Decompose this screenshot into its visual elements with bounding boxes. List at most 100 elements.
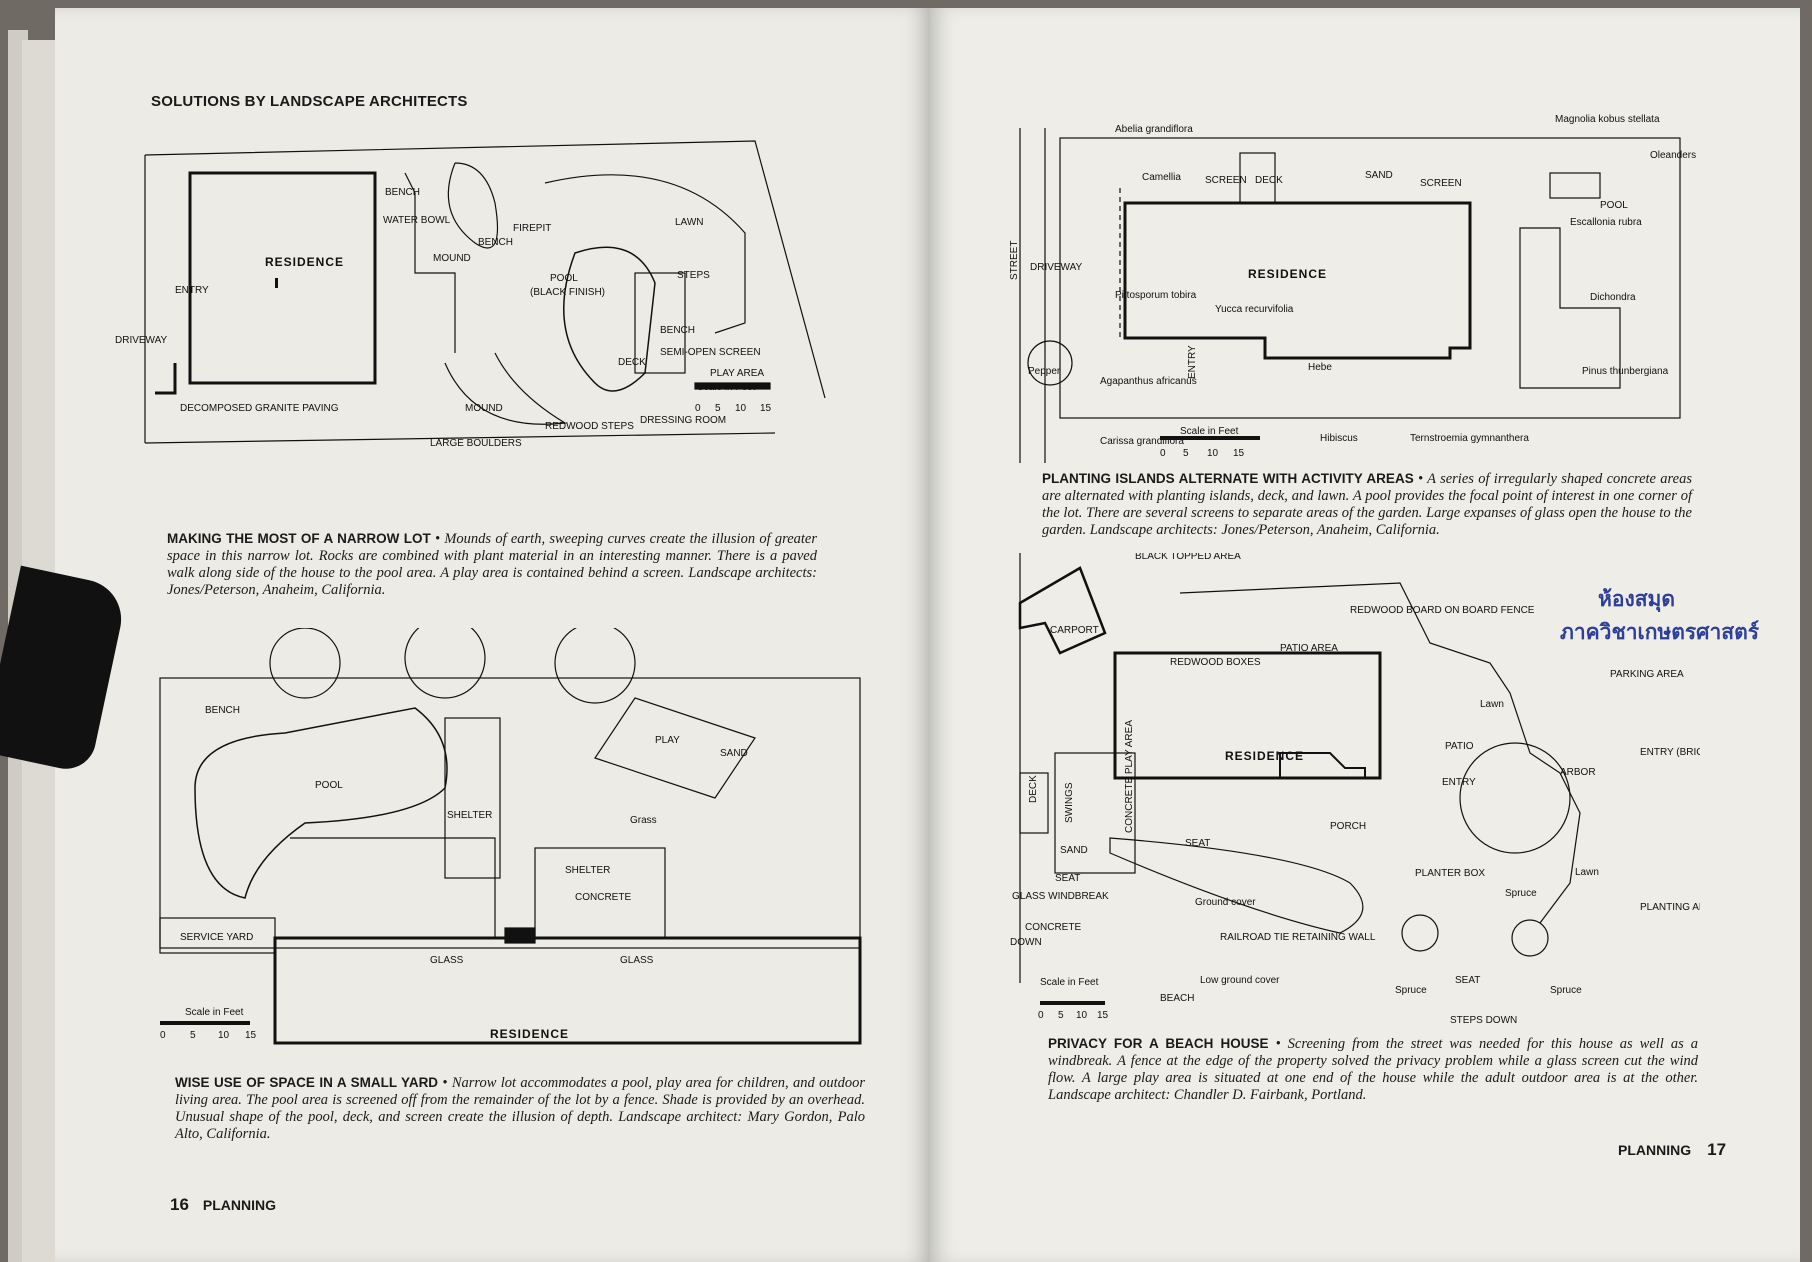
- label-spruce-2: Spruce: [1395, 985, 1427, 996]
- label-hibiscus: Hibiscus: [1320, 433, 1358, 444]
- label-ternstroemia: Ternstroemia gymnanthera: [1410, 433, 1529, 444]
- scale-tick: 10: [218, 1030, 230, 1041]
- page-number: 16: [170, 1195, 189, 1214]
- label-play-area: PLAY AREA: [710, 368, 764, 379]
- label-dg-paving: DECOMPOSED GRANITE PAVING: [180, 403, 339, 414]
- scale-tick: 10: [735, 403, 747, 414]
- label-patio-area: PATIO AREA: [1280, 643, 1338, 654]
- label-sand: SAND: [1365, 170, 1393, 181]
- stamp-line-2: ภาควิชาเกษตรศาสตร์: [1560, 620, 1760, 644]
- caption-beach-house: PRIVACY FOR A BEACH HOUSE • Screening fr…: [1048, 1036, 1698, 1103]
- label-bench-3: BENCH: [660, 325, 695, 336]
- label-semi-open-screen: SEMI-OPEN SCREEN: [660, 347, 761, 358]
- label-firepit: FIREPIT: [513, 223, 551, 234]
- label-spruce-3: Spruce: [1550, 985, 1582, 996]
- label-driveway: DRIVEWAY: [115, 335, 168, 346]
- label-redwood-boxes: REDWOOD BOXES: [1170, 657, 1261, 668]
- label-magnolia: Magnolia kobus stellata: [1555, 114, 1660, 125]
- label-patio: PATIO: [1445, 741, 1474, 752]
- label-concrete: CONCRETE: [1025, 922, 1081, 933]
- label-concrete-play: CONCRETE PLAY AREA: [1124, 720, 1135, 833]
- label-shelter-2: SHELTER: [565, 865, 610, 876]
- site-plan-drawing: RESIDENCE ENTRY DRIVEWAY BENCH WATER BOW…: [115, 140, 826, 449]
- label-porch: PORCH: [1330, 821, 1366, 832]
- scale-tick: 5: [1058, 1010, 1064, 1021]
- caption-small-yard: WISE USE OF SPACE IN A SMALL YARD • Narr…: [175, 1075, 865, 1142]
- caption-title: WISE USE OF SPACE IN A SMALL YARD: [175, 1075, 439, 1090]
- label-glass-1: GLASS: [430, 955, 464, 966]
- label-play: PLAY: [655, 735, 680, 746]
- label-escallonia: Escallonia rubra: [1570, 217, 1642, 228]
- label-pepper: Pepper: [1028, 366, 1061, 377]
- label-spruce-1: Spruce: [1505, 888, 1537, 899]
- label-dichondra: Dichondra: [1590, 292, 1636, 303]
- label-deck: DECK: [1028, 775, 1039, 803]
- label-seat-1: SEAT: [1185, 838, 1210, 849]
- page-number: 17: [1707, 1140, 1727, 1159]
- label-screen-1: SCREEN: [1205, 175, 1247, 186]
- label-steps-down: STEPS DOWN: [1450, 1015, 1517, 1026]
- label-shelter: SHELTER: [447, 810, 492, 821]
- label-lawn-1: Lawn: [1480, 699, 1504, 710]
- left-page: SOLUTIONS BY LANDSCAPE ARCHITECTS: [55, 8, 930, 1262]
- scale-tick: 0: [160, 1030, 166, 1041]
- label-steps: STEPS: [677, 270, 710, 281]
- label-pool: POOL: [550, 273, 578, 284]
- caption-title: PRIVACY FOR A BEACH HOUSE: [1048, 1036, 1269, 1051]
- scale-tick: 0: [1160, 448, 1166, 459]
- label-seat-3: SEAT: [1455, 975, 1480, 986]
- label-screen-2: SCREEN: [1420, 178, 1462, 189]
- plan-beach-house: BLACK TOPPED AREA CARPORT REDWOOD BOARD …: [1000, 553, 1700, 1033]
- label-down: DOWN: [1010, 937, 1042, 948]
- label-dressing-room: DRESSING ROOM: [640, 415, 726, 426]
- label-scale: Scale in Feet: [1040, 977, 1099, 988]
- label-low-ground: Low ground cover: [1200, 975, 1280, 986]
- label-camellia: Camellia: [1142, 172, 1181, 183]
- label-bench: BENCH: [385, 187, 420, 198]
- label-grass: Grass: [630, 815, 657, 826]
- label-mound-2: MOUND: [465, 403, 503, 414]
- label-large-boulders: LARGE BOULDERS: [430, 438, 522, 449]
- label-arbor: ARBOR: [1560, 767, 1596, 778]
- label-parking: PARKING AREA: [1610, 669, 1684, 680]
- scale-tick: 0: [1038, 1010, 1044, 1021]
- label-railroad: RAILROAD TIE RETAINING WALL: [1220, 932, 1376, 943]
- label-ground-cover: Ground cover: [1195, 897, 1256, 908]
- scale-tick: 5: [1183, 448, 1189, 459]
- caption-body: Narrow lot accommodates a pool, play are…: [175, 1075, 865, 1142]
- label-lawn: LAWN: [675, 217, 704, 228]
- label-pool: POOL: [315, 780, 343, 791]
- plan-narrow-lot: RESIDENCE ENTRY DRIVEWAY BENCH WATER BOW…: [115, 133, 845, 463]
- label-residence: RESIDENCE: [265, 255, 344, 269]
- site-plan-drawing: BENCH POOL SHELTER PLAY SAND Grass SHELT…: [159, 628, 862, 1045]
- scale-tick: 15: [760, 403, 772, 414]
- scale-tick: 5: [190, 1030, 196, 1041]
- label-yucca: Yucca recurvifolia: [1215, 304, 1294, 315]
- label-planter-box: PLANTER BOX: [1415, 868, 1485, 879]
- label-pool-finish: (BLACK FINISH): [530, 287, 605, 298]
- label-residence: RESIDENCE: [1225, 749, 1304, 763]
- library-stamp: ห้องสมุด ภาควิชาเกษตรศาสตร์: [1560, 583, 1759, 649]
- label-deck: DECK: [1255, 175, 1283, 186]
- label-scale: Scale in Feet: [697, 382, 756, 393]
- label-scale: Scale in Feet: [185, 1007, 244, 1018]
- scale-tick: 15: [1097, 1010, 1109, 1021]
- scale-tick: 0: [695, 403, 701, 414]
- stamp-line-1: ห้องสมุด: [1598, 587, 1676, 611]
- label-deck: DECK: [618, 357, 646, 368]
- label-bench: BENCH: [205, 705, 240, 716]
- label-beach: BEACH: [1160, 993, 1194, 1004]
- site-plan-drawing: Abelia grandiflora Magnolia kobus stella…: [1009, 114, 1696, 463]
- label-pinus: Pinus thunbergiana: [1582, 366, 1669, 377]
- label-street: STREET: [1009, 241, 1020, 280]
- scale-tick: 5: [715, 403, 721, 414]
- scale-tick: 15: [245, 1030, 257, 1041]
- label-mound: MOUND: [433, 253, 471, 264]
- plan-small-yard: BENCH POOL SHELTER PLAY SAND Grass SHELT…: [155, 628, 865, 1048]
- label-seat-2: SEAT: [1055, 873, 1080, 884]
- label-service-yard: SERVICE YARD: [180, 932, 253, 943]
- label-scale: Scale in Feet: [1180, 426, 1239, 437]
- label-lawn-2: Lawn: [1575, 867, 1599, 878]
